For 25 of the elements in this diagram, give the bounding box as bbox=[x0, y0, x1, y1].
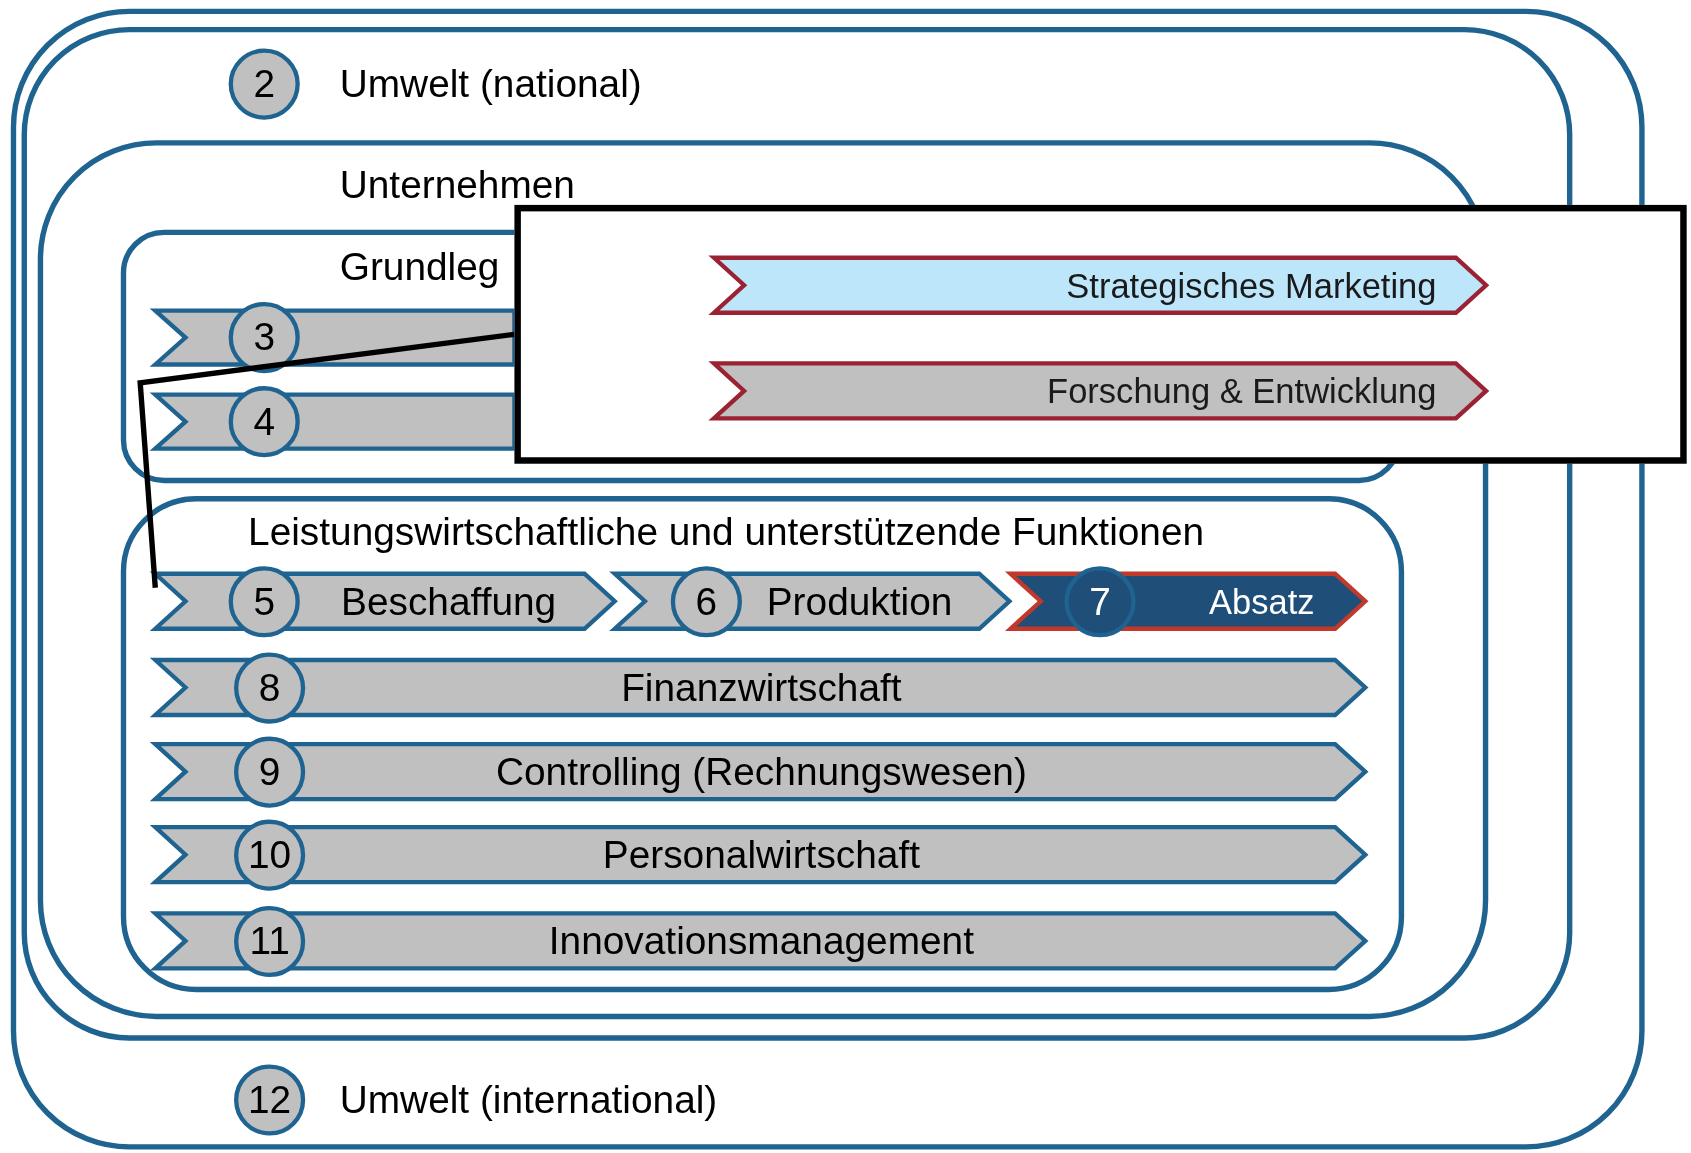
number-circle: 2 bbox=[228, 48, 300, 120]
frame-title: Umwelt (international) bbox=[339, 1076, 718, 1124]
number-circle: 8 bbox=[234, 651, 306, 724]
chevron-banner bbox=[711, 361, 1489, 421]
banner-label: Controlling (Rechnungswesen) bbox=[495, 748, 1027, 796]
chevron-banner bbox=[711, 255, 1489, 315]
rounded-frame bbox=[120, 496, 1405, 993]
frame-title: Unternehmen bbox=[339, 161, 575, 210]
banner-label: Beschaffung bbox=[341, 577, 557, 625]
banner-label: Innovationsmanagement bbox=[548, 917, 974, 965]
frame-title: Grundleg bbox=[339, 243, 500, 291]
number-circle: 12 bbox=[234, 1064, 306, 1136]
leader-line bbox=[137, 331, 515, 588]
frame-title: Leistungswirtschaftliche und unterstützende Funktionen bbox=[248, 508, 1205, 556]
number-circle: 7 bbox=[1064, 565, 1136, 637]
banner-label: Absatz bbox=[1209, 580, 1315, 623]
banner-label: Finanzwirtschaft bbox=[621, 663, 902, 712]
number-circle: 5 bbox=[228, 565, 300, 637]
banner-label: Strategisches Marketing bbox=[1066, 264, 1437, 307]
number-circle: 6 bbox=[670, 565, 742, 637]
banner-label: Produktion bbox=[766, 577, 953, 625]
banner-label: Personalwirtschaft bbox=[602, 831, 920, 879]
frame-title: Umwelt (national) bbox=[339, 60, 642, 108]
number-circle: 4 bbox=[228, 386, 300, 458]
banner-label: Forschung & Entwicklung bbox=[1047, 370, 1437, 413]
